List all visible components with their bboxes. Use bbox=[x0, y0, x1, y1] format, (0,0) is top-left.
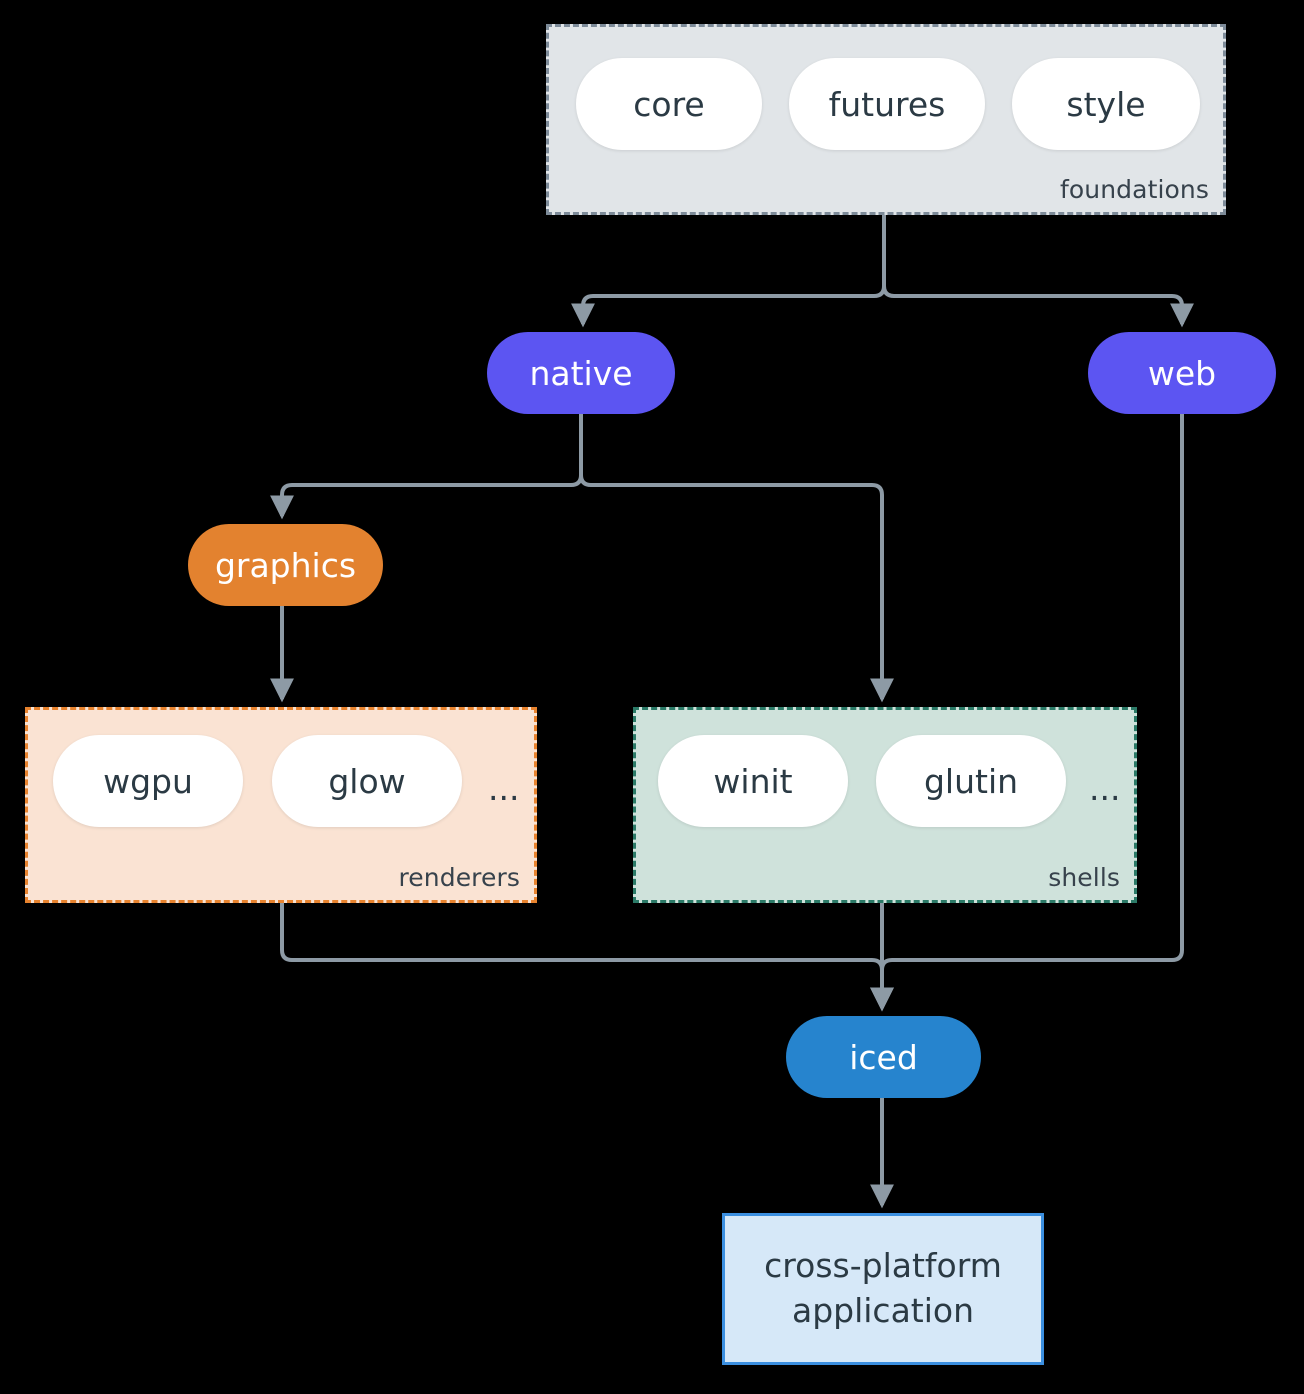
member-futures[interactable]: futures bbox=[789, 58, 985, 150]
member-core[interactable]: core bbox=[576, 58, 762, 150]
node-application-line2: application bbox=[791, 1291, 975, 1330]
node-native[interactable]: native bbox=[487, 332, 675, 414]
member-futures-label: futures bbox=[828, 84, 946, 124]
member-glutin[interactable]: glutin bbox=[876, 735, 1066, 827]
member-style-label: style bbox=[1066, 84, 1146, 124]
member-renderers-more: ... bbox=[488, 769, 520, 808]
group-renderers[interactable]: wgpu glow ... renderers bbox=[25, 707, 537, 903]
group-shells-label: shells bbox=[1048, 863, 1120, 892]
group-shells[interactable]: winit glutin ... shells bbox=[633, 707, 1137, 903]
group-renderers-label: renderers bbox=[398, 863, 520, 892]
group-foundations-label: foundations bbox=[1060, 175, 1209, 204]
member-glutin-label: glutin bbox=[923, 761, 1019, 801]
member-core-label: core bbox=[633, 84, 705, 124]
member-style[interactable]: style bbox=[1012, 58, 1200, 150]
node-graphics-label: graphics bbox=[214, 545, 357, 585]
member-shells-more: ... bbox=[1089, 769, 1121, 808]
node-web[interactable]: web bbox=[1088, 332, 1276, 414]
member-glow[interactable]: glow bbox=[272, 735, 462, 827]
member-wgpu[interactable]: wgpu bbox=[53, 735, 243, 827]
node-iced-label: iced bbox=[849, 1037, 918, 1077]
node-application-line1: cross-platform bbox=[764, 1246, 1002, 1286]
member-winit[interactable]: winit bbox=[658, 735, 848, 827]
node-application[interactable]: cross-platform application bbox=[722, 1213, 1044, 1365]
member-glow-label: glow bbox=[328, 761, 406, 801]
node-native-label: native bbox=[529, 353, 633, 393]
node-web-label: web bbox=[1147, 353, 1217, 393]
group-foundations[interactable]: core futures style foundations bbox=[546, 24, 1226, 215]
node-iced[interactable]: iced bbox=[786, 1016, 981, 1098]
member-wgpu-label: wgpu bbox=[103, 761, 193, 801]
member-winit-label: winit bbox=[713, 761, 793, 801]
node-graphics[interactable]: graphics bbox=[188, 524, 383, 606]
